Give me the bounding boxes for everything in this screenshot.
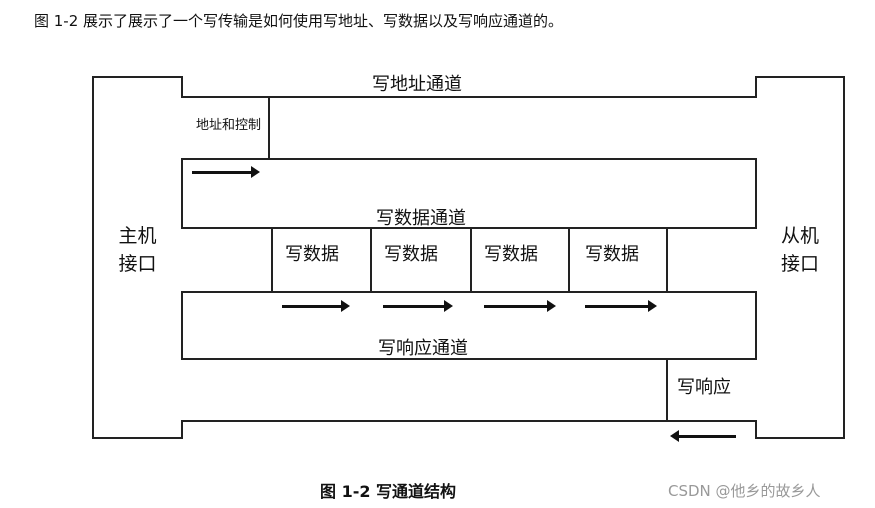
data-cell-label: 写数据 <box>585 244 639 265</box>
data-cell-label: 写数据 <box>384 244 438 265</box>
slave-interface-label: 从机 接口 <box>780 225 819 275</box>
data-arrow <box>484 300 556 312</box>
slave-interface-box <box>755 76 845 439</box>
data-cell-divider <box>470 227 472 293</box>
data-cell-label: 写数据 <box>285 244 339 265</box>
data-cell-divider <box>370 227 372 293</box>
data-cell-label: 写数据 <box>484 244 538 265</box>
data-arrow <box>282 300 350 312</box>
figure-caption: 图 1-2 写通道结构 <box>320 482 457 501</box>
data-cell-divider <box>568 227 570 293</box>
watermark-text: CSDN @他乡的故乡人 <box>668 482 821 500</box>
address-channel-lane <box>181 96 757 160</box>
master-interface-box <box>92 76 183 439</box>
address-cell-divider <box>268 96 270 160</box>
response-channel-title: 写响应通道 <box>378 338 468 359</box>
data-channel-title: 写数据通道 <box>376 208 466 229</box>
data-cell-divider <box>666 227 668 293</box>
address-channel-title: 写地址通道 <box>372 74 462 95</box>
response-cell-label: 写响应 <box>677 377 731 398</box>
response-cell-divider <box>666 358 668 422</box>
master-interface-label: 主机 接口 <box>118 225 157 275</box>
address-control-label: 地址和控制 <box>196 118 262 133</box>
data-cell-divider <box>271 227 273 293</box>
response-arrow <box>670 430 736 442</box>
data-arrow <box>585 300 657 312</box>
data-arrow <box>383 300 453 312</box>
response-channel-lane <box>181 358 757 422</box>
address-arrow <box>192 166 260 178</box>
data-channel-lane <box>181 227 757 293</box>
intro-text: 图 1-2 展示了展示了一个写传输是如何使用写地址、写数据以及写响应通道的。 <box>34 12 564 30</box>
